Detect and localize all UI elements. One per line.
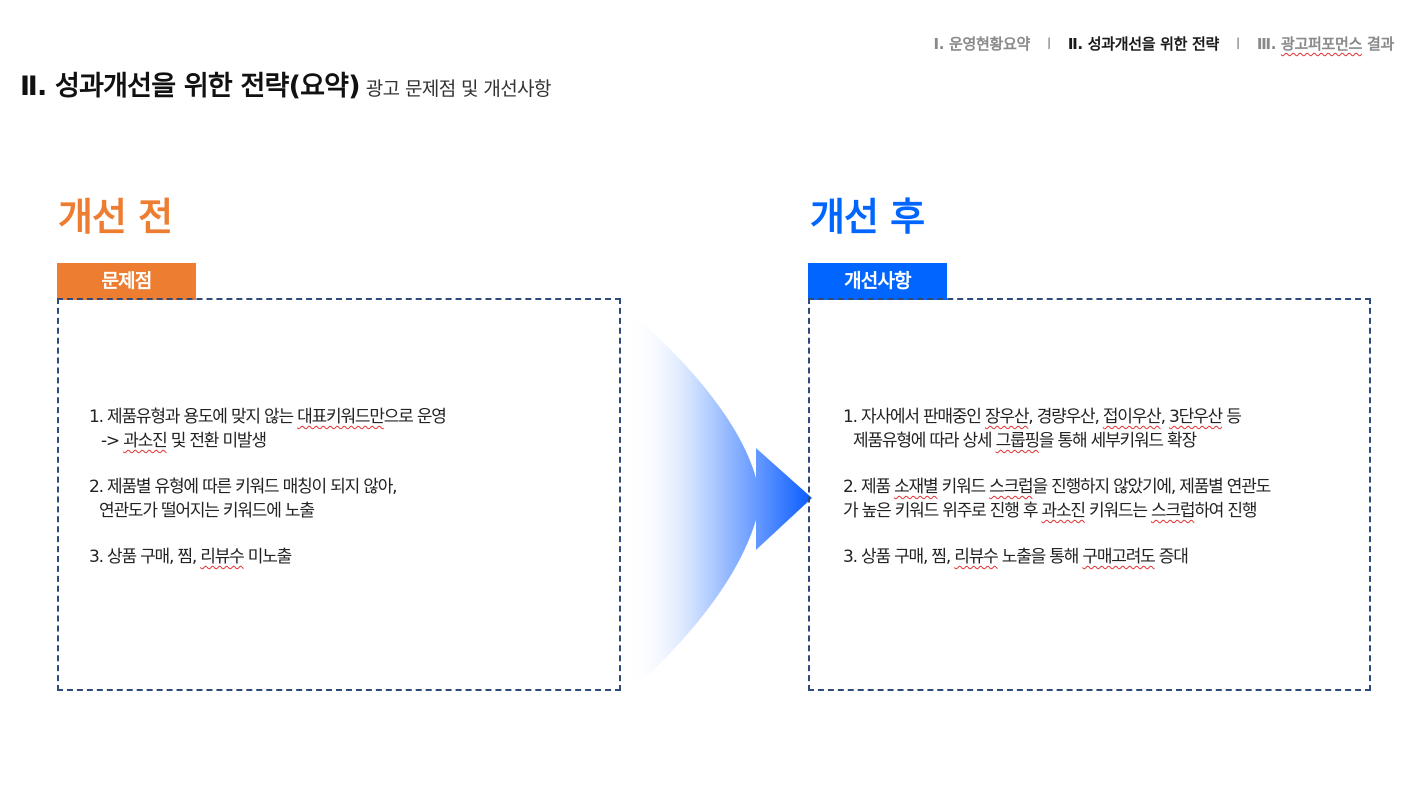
text-segment: 1. 자사에서 판매중인 [843,407,985,427]
text-segment: 3. 상품 구매, 찜, [89,547,201,567]
nav-item-results-suffix: 결과 [1366,35,1394,53]
text-segment-marked: 장우산 [984,407,1030,427]
text-segment: 키워드는 [1084,501,1152,521]
page-title: Ⅱ. 성과개선을 위한 전략(요약) [20,71,361,102]
problem-item-2-line-2: 연관도가 떨어지는 키워드에 노출 [99,501,315,521]
before-section-title: 개선 전 [58,195,173,239]
nav-item-results[interactable]: Ⅲ. 광고퍼포먼스 결과 [1257,35,1394,53]
problem-item-3: 3. 상품 구매, 찜, 리뷰수 미노출 [89,545,609,569]
text-segment: 및 전환 미발생 [166,431,267,451]
text-segment: 미노출 [243,547,293,567]
page-subtitle: 광고 문제점 및 개선사항 [365,78,552,100]
problem-item-1-line-2: -> 과소진 및 전환 미발생 [89,429,609,453]
arrow-right-gradient-icon [628,310,812,694]
text-segment: -> [101,431,124,451]
nav-item-summary[interactable]: Ⅰ. 운영현황요약 [933,35,1031,53]
problems-tag: 문제점 [57,263,196,300]
text-segment: 하여 진행 [1194,501,1257,521]
text-segment-marked: 스크럽 [1151,501,1196,521]
text-segment: 2. 제품 [843,477,895,497]
problems-box: 1. 제품유형과 용도에 맞지 않는 대표키워드만으로 운영 -> 과소진 및 … [57,298,621,691]
text-segment-marked: 대표키워드만 [297,407,385,427]
text-segment: 키워드 [937,477,990,497]
problem-item-3-line-1: 3. 상품 구매, 찜, 리뷰수 미노출 [89,545,609,569]
problem-item-1-line-1: 1. 제품유형과 용도에 맞지 않는 대표키워드만으로 운영 [89,405,609,429]
text-segment-marked: 리뷰수 [200,547,245,567]
improvement-item-2: 2. 제품 소재별 키워드 스크럽을 진행하지 않았기에, 제품별 연관도 가 … [843,475,1363,523]
nav-item-results-main: 광고퍼포먼스 [1281,35,1363,53]
text-segment: 등 [1221,407,1242,427]
text-segment: , 경량우산, [1028,407,1103,427]
text-segment-marked: 구매고려도 [1082,547,1155,567]
improvement-item-2-line-1: 2. 제품 소재별 키워드 스크럽을 진행하지 않았기에, 제품별 연관도 [843,475,1363,499]
nav-separator: l [1047,35,1051,53]
text-segment-marked: 과소진 [1041,501,1087,521]
text-segment-marked: 스크럽 [989,477,1034,497]
text-segment: 가 높은 키워드 위주로 진행 후 [843,501,1042,521]
text-segment: 으로 운영 [383,407,447,427]
problems-list: 1. 제품유형과 용도에 맞지 않는 대표키워드만으로 운영 -> 과소진 및 … [89,405,609,591]
text-segment: 1. 제품유형과 용도에 맞지 않는 [89,407,298,427]
text-segment: , [1160,407,1170,427]
text-segment: 을 통해 세부키워드 확장 [1038,431,1197,451]
improvement-item-1: 1. 자사에서 판매중인 장우산, 경량우산, 접이우산, 3단우산 등 제품유… [843,405,1363,453]
improvements-list: 1. 자사에서 판매중인 장우산, 경량우산, 접이우산, 3단우산 등 제품유… [843,405,1363,591]
improvements-box: 1. 자사에서 판매중인 장우산, 경량우산, 접이우산, 3단우산 등 제품유… [808,298,1371,691]
improvement-item-3: 3. 상품 구매, 찜, 리뷰수 노출을 통해 구매고려도 증대 [843,545,1363,569]
nav-separator: l [1236,35,1240,53]
text-segment: 을 진행하지 않았기에, 제품별 연관도 [1032,477,1272,497]
improvement-item-1-line-1: 1. 자사에서 판매중인 장우산, 경량우산, 접이우산, 3단우산 등 [843,405,1363,429]
text-segment-marked: 소재별 [894,477,939,497]
improvements-tag: 개선사항 [808,263,947,300]
improvement-item-3-line-1: 3. 상품 구매, 찜, 리뷰수 노출을 통해 구매고려도 증대 [843,545,1363,569]
text-segment-marked: 접이우산 [1102,407,1162,427]
text-segment: 제품유형에 따라 상세 [853,431,996,451]
text-segment-marked: 그룹핑 [995,431,1041,451]
improvement-item-2-line-2: 가 높은 키워드 위주로 진행 후 과소진 키워드는 스크럽하여 진행 [843,499,1363,523]
text-segment-marked: 리뷰수 [954,547,999,567]
page-heading: Ⅱ. 성과개선을 위한 전략(요약)광고 문제점 및 개선사항 [20,64,551,103]
problem-item-1: 1. 제품유형과 용도에 맞지 않는 대표키워드만으로 운영 -> 과소진 및 … [89,405,609,453]
text-segment-marked: 과소진 [123,431,168,451]
text-segment: 증대 [1154,547,1189,567]
problem-item-2: 2. 제품별 유형에 따른 키워드 매칭이 되지 않아, 연관도가 떨어지는 키… [89,475,609,523]
text-segment: 3. 상품 구매, 찜, [843,547,955,567]
nav-item-results-prefix: Ⅲ. [1256,35,1277,53]
nav-item-strategy[interactable]: Ⅱ. 성과개선을 위한 전략 [1067,35,1220,53]
text-segment: 노출을 통해 [997,547,1083,567]
after-section-title: 개선 후 [810,195,925,239]
text-segment-marked: 3단우산 [1169,407,1223,427]
problem-item-2-line-1: 2. 제품별 유형에 따른 키워드 매칭이 되지 않아, [89,477,398,497]
improvement-item-1-line-2: 제품유형에 따라 상세 그룹핑을 통해 세부키워드 확장 [843,429,1363,453]
top-navigation: Ⅰ. 운영현황요약 l Ⅱ. 성과개선을 위한 전략 l Ⅲ. 광고퍼포먼스 결… [933,33,1394,54]
